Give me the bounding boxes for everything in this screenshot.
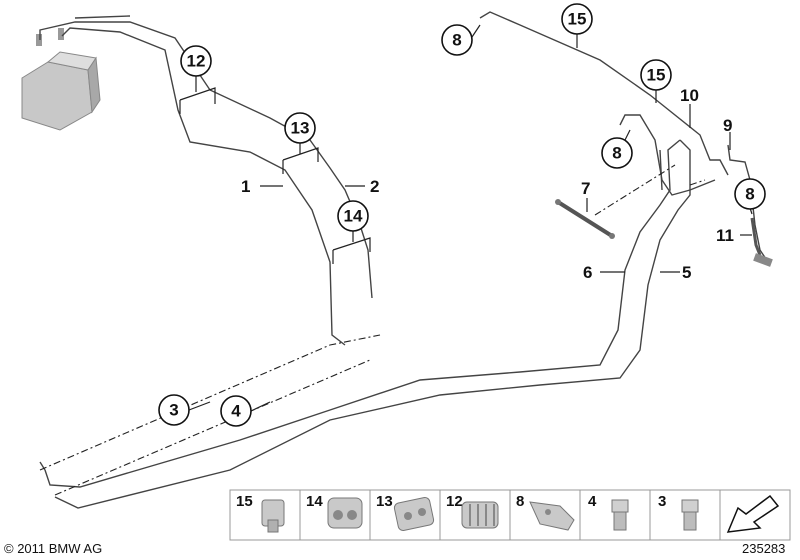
bracket-8-image <box>529 501 575 531</box>
parts-legend: 15 14 13 12 8 4 3 <box>229 489 791 541</box>
drawing-number: 235283 <box>742 541 785 556</box>
brake-line-rear-right <box>479 11 769 263</box>
clip-12-image <box>461 501 499 529</box>
assembly-lines <box>39 164 706 496</box>
brake-lines-underbody <box>39 139 691 509</box>
callout-14-label: 14 <box>344 207 363 226</box>
arrow-symbol-icon <box>726 494 780 533</box>
callout-14: 14 <box>337 200 369 232</box>
callout-8-top-label: 8 <box>452 31 461 50</box>
label-10: 10 <box>680 86 699 105</box>
callout-3: 3 <box>158 394 190 426</box>
callout-12: 12 <box>180 45 212 77</box>
callout-8-right-label: 8 <box>745 185 754 204</box>
callout-8-middle: 8 <box>601 137 633 169</box>
abs-unit-image <box>21 28 101 131</box>
label-7: 7 <box>581 179 590 198</box>
legend-label-13: 13 <box>376 493 393 510</box>
brake-hose-part-11 <box>750 217 773 267</box>
label-9: 9 <box>723 116 732 135</box>
label-1: 1 <box>241 177 250 196</box>
label-2: 2 <box>370 177 379 196</box>
callout-3-label: 3 <box>169 401 178 420</box>
clip-13-image <box>393 496 435 532</box>
legend-label-4: 4 <box>588 493 597 510</box>
fitting-3-image <box>681 499 699 531</box>
legend-label-14: 14 <box>306 493 323 510</box>
legend-label-15: 15 <box>236 493 253 510</box>
callout-8-top: 8 <box>441 24 473 56</box>
fitting-4-image <box>611 499 629 531</box>
callout-8-right: 8 <box>734 178 766 210</box>
copyright-text: © 2011 BMW AG <box>4 541 102 556</box>
brake-hose-part-7 <box>555 199 615 239</box>
label-5: 5 <box>682 263 691 282</box>
callout-15-right: 15 <box>640 59 672 91</box>
legend-label-8: 8 <box>516 493 524 510</box>
legend-label-3: 3 <box>658 493 666 510</box>
legend-label-12: 12 <box>446 493 463 510</box>
leader-lines <box>179 24 753 412</box>
callout-4-label: 4 <box>231 402 241 421</box>
callout-15-right-label: 15 <box>647 66 666 85</box>
label-6: 6 <box>583 263 592 282</box>
callout-12-label: 12 <box>187 52 206 71</box>
label-11: 11 <box>716 226 734 245</box>
clip-15-image <box>261 499 285 533</box>
clip-14-image <box>327 497 363 529</box>
callout-15-top-label: 15 <box>568 10 587 29</box>
callout-13: 13 <box>284 112 316 144</box>
callout-8-middle-label: 8 <box>612 144 621 163</box>
callout-13-label: 13 <box>291 119 310 138</box>
callout-4: 4 <box>220 395 252 427</box>
callout-15-top: 15 <box>561 3 593 35</box>
